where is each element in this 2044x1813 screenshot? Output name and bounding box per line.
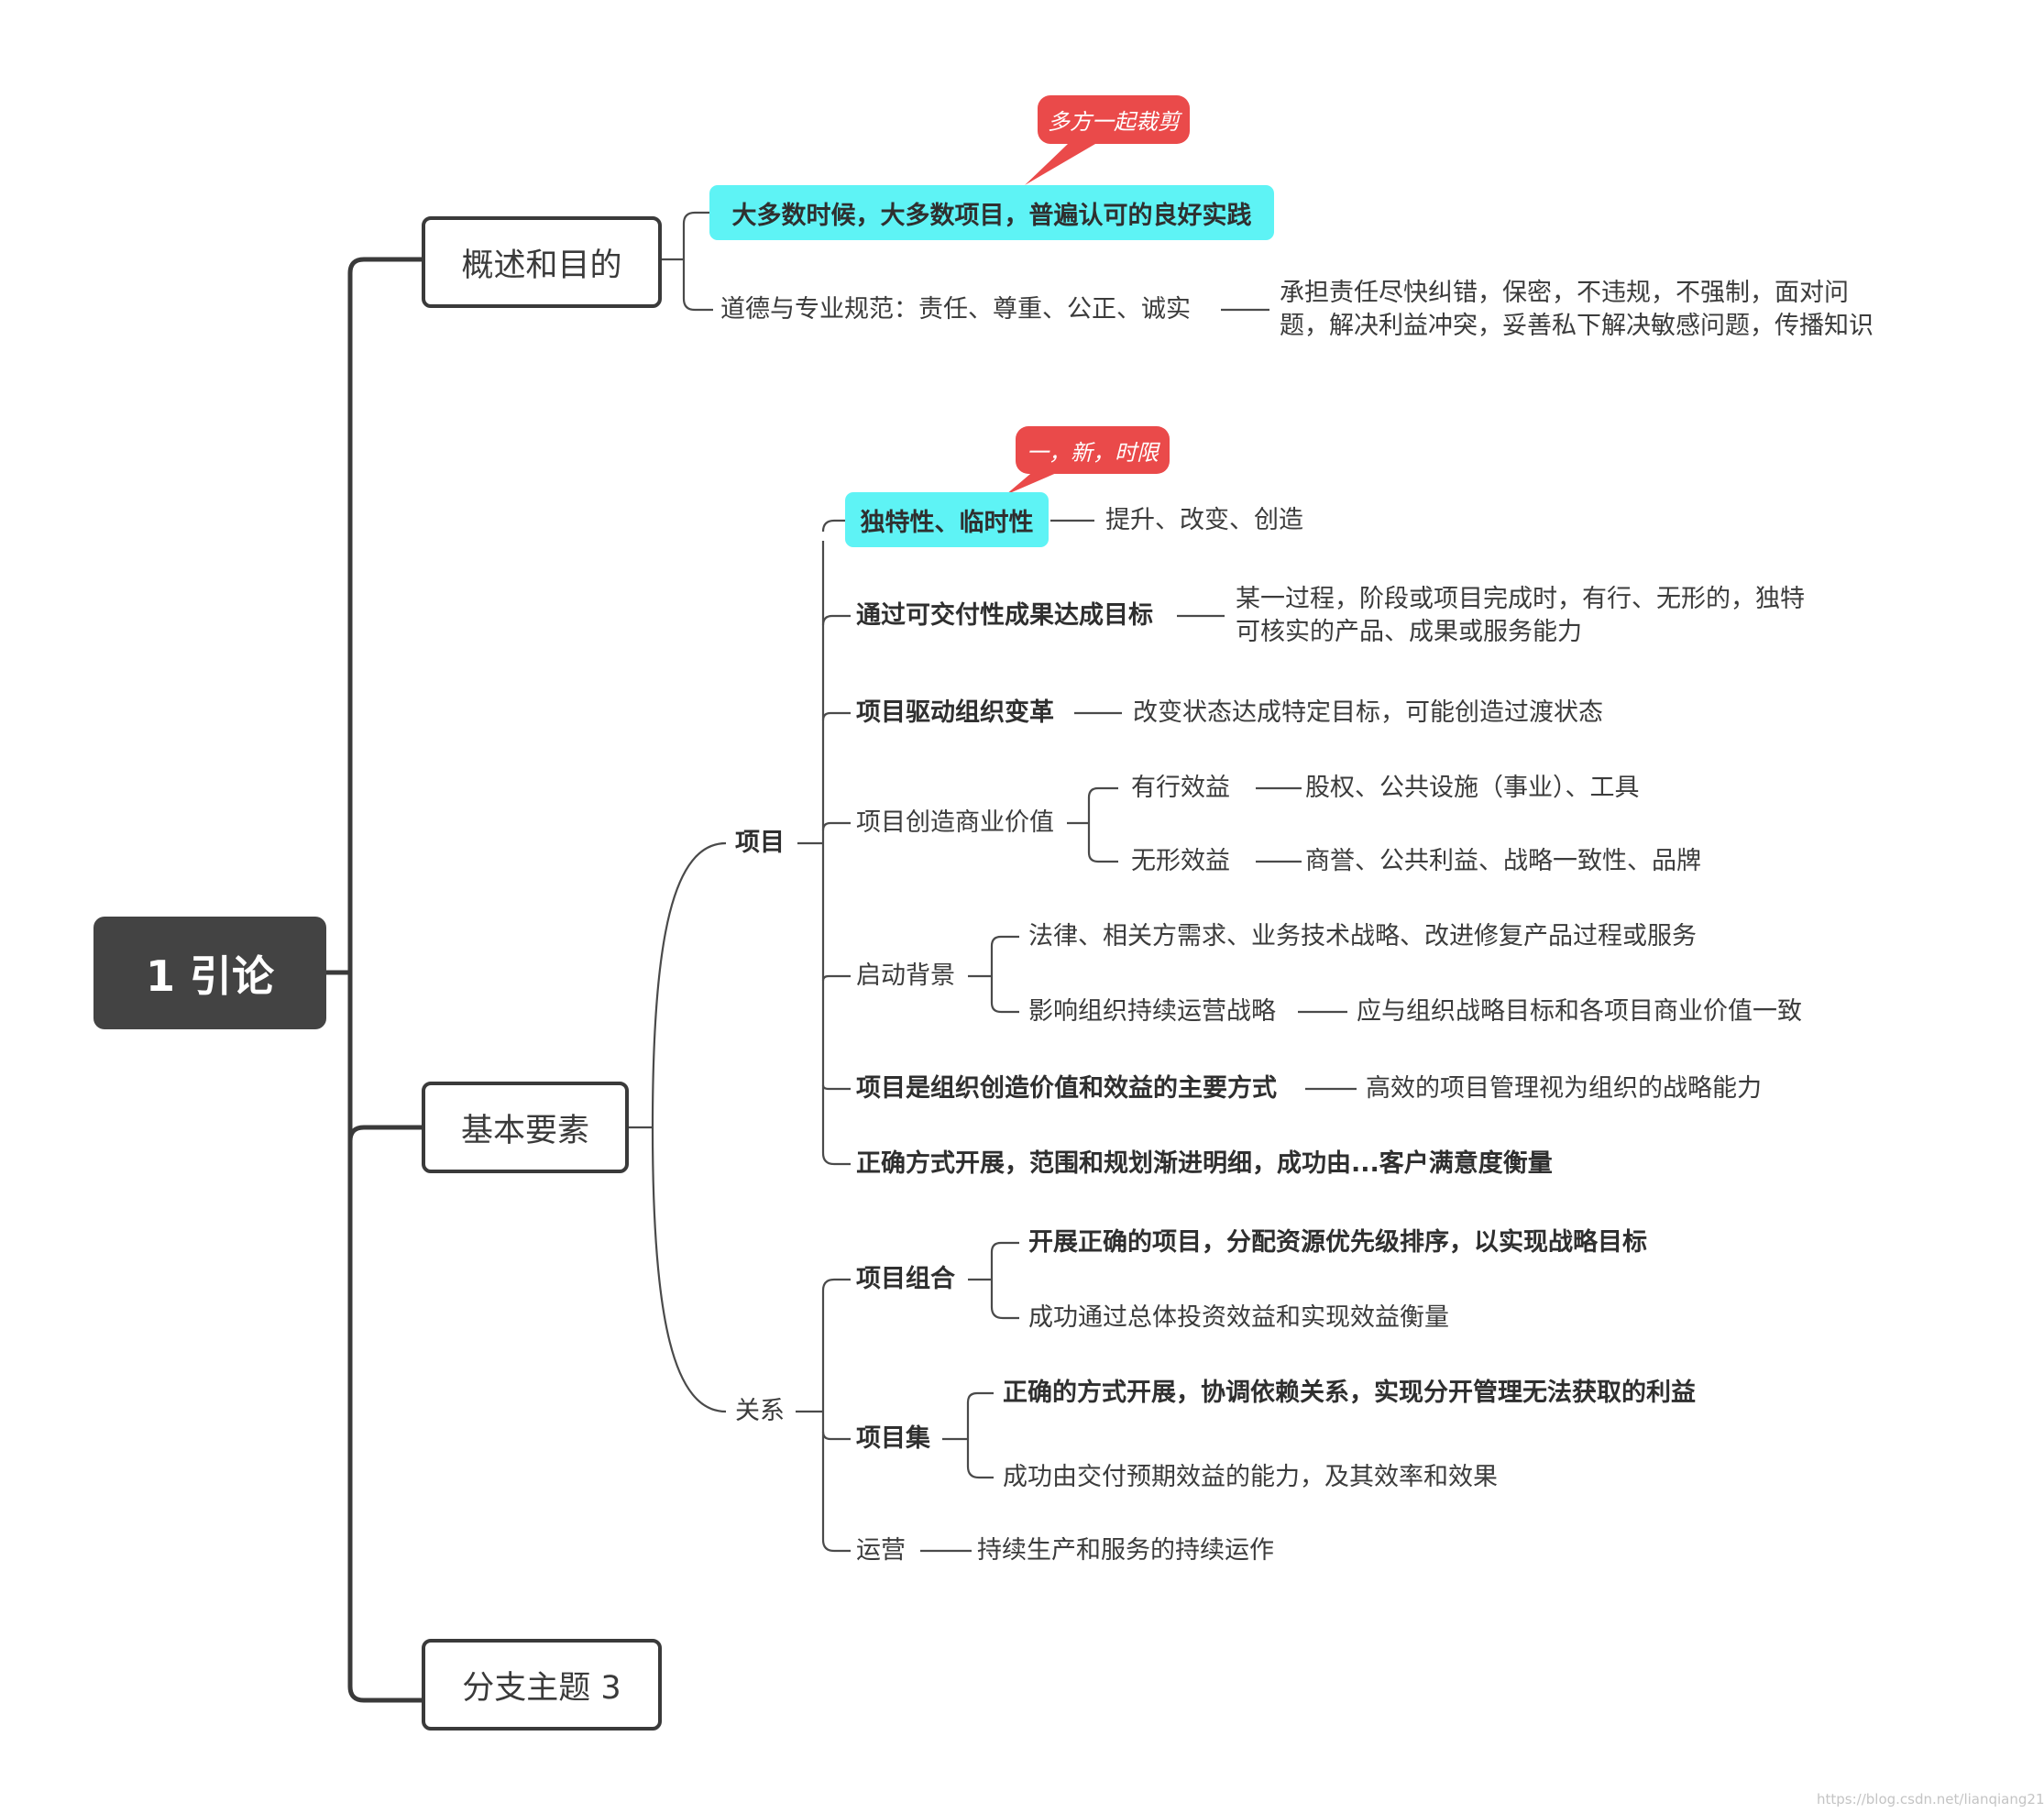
- topic-org-change[interactable]: 项目驱动组织变革: [856, 698, 1054, 727]
- branch-elements[interactable]: 基本要素: [422, 1082, 629, 1173]
- topic-operations[interactable]: 运营: [856, 1536, 906, 1565]
- topic-program[interactable]: 项目集: [856, 1424, 930, 1453]
- callout-tailoring[interactable]: 多方一起裁剪: [1038, 95, 1190, 144]
- topic-relations[interactable]: 关系: [735, 1397, 785, 1425]
- program-purpose[interactable]: 正确的方式开展，协调依赖关系，实现分开管理无法获取的利益: [1003, 1379, 1696, 1407]
- deliverable-detail-line1[interactable]: 某一过程，阶段或项目完成时，有行、无形的，独特: [1236, 585, 1805, 613]
- callout-pointer: [1025, 144, 1095, 185]
- topic-business-value[interactable]: 项目创造商业价值: [856, 808, 1054, 837]
- ethics-detail-line2[interactable]: 题，解决利益冲突，妥善私下解决敏感问题，传播知识: [1280, 312, 1874, 340]
- portfolio-success[interactable]: 成功通过总体投资效益和实现效益衡量: [1028, 1303, 1449, 1332]
- branch-third[interactable]: 分支主题 3: [422, 1639, 662, 1731]
- topic-deliverable[interactable]: 通过可交付性成果达成目标: [856, 601, 1153, 630]
- topic-best-practice[interactable]: 大多数时候，大多数项目，普遍认可的良好实践: [709, 185, 1274, 240]
- program-success[interactable]: 成功由交付预期效益的能力，及其效率和效果: [1003, 1463, 1498, 1491]
- operations-detail[interactable]: 持续生产和服务的持续运作: [977, 1536, 1274, 1565]
- context-factors[interactable]: 法律、相关方需求、业务技术战略、改进修复产品过程或服务: [1028, 922, 1697, 950]
- callout-pointer: [1006, 469, 1065, 495]
- branch-overview[interactable]: 概述和目的: [422, 216, 662, 308]
- org-change-detail[interactable]: 改变状态达成特定目标，可能创造过渡状态: [1133, 698, 1603, 727]
- callout-project-traits[interactable]: 一，新，时限: [1016, 426, 1170, 474]
- value-tangible-detail[interactable]: 股权、公共设施（事业）、工具: [1305, 774, 1640, 802]
- portfolio-purpose[interactable]: 开展正确的项目，分配资源优先级排序，以实现战略目标: [1028, 1228, 1647, 1257]
- context-operations[interactable]: 影响组织持续运营战略: [1028, 997, 1276, 1026]
- main-way-detail[interactable]: 高效的项目管理视为组织的战略能力: [1366, 1074, 1762, 1103]
- topic-initiation-context[interactable]: 启动背景: [856, 961, 955, 990]
- topic-unique[interactable]: 独特性、临时性: [845, 492, 1049, 547]
- value-tangible[interactable]: 有行效益: [1131, 774, 1230, 802]
- topic-ethics[interactable]: 道德与专业规范：责任、尊重、公正、诚实: [720, 295, 1191, 324]
- value-intangible-detail[interactable]: 商誉、公共利益、战略一致性、品牌: [1305, 847, 1701, 875]
- deliverable-detail-line2[interactable]: 可核实的产品、成果或服务能力: [1236, 618, 1582, 646]
- context-operations-detail[interactable]: 应与组织战略目标和各项目商业价值一致: [1357, 997, 1802, 1026]
- ethics-detail-line1[interactable]: 承担责任尽快纠错，保密，不违规，不强制，面对问: [1280, 279, 1849, 307]
- topic-correct-way[interactable]: 正确方式开展，范围和规划渐进明细，成功由...客户满意度衡量: [856, 1149, 1553, 1178]
- topic-project[interactable]: 项目: [735, 829, 785, 857]
- value-intangible[interactable]: 无形效益: [1131, 847, 1230, 875]
- watermark: https://blog.csdn.net/lianqiang21: [1817, 1791, 2044, 1808]
- topic-portfolio[interactable]: 项目组合: [856, 1265, 955, 1293]
- topic-main-way[interactable]: 项目是组织创造价值和效益的主要方式: [856, 1074, 1277, 1103]
- root-topic[interactable]: 1 引论: [93, 917, 326, 1029]
- unique-detail[interactable]: 提升、改变、创造: [1105, 506, 1303, 534]
